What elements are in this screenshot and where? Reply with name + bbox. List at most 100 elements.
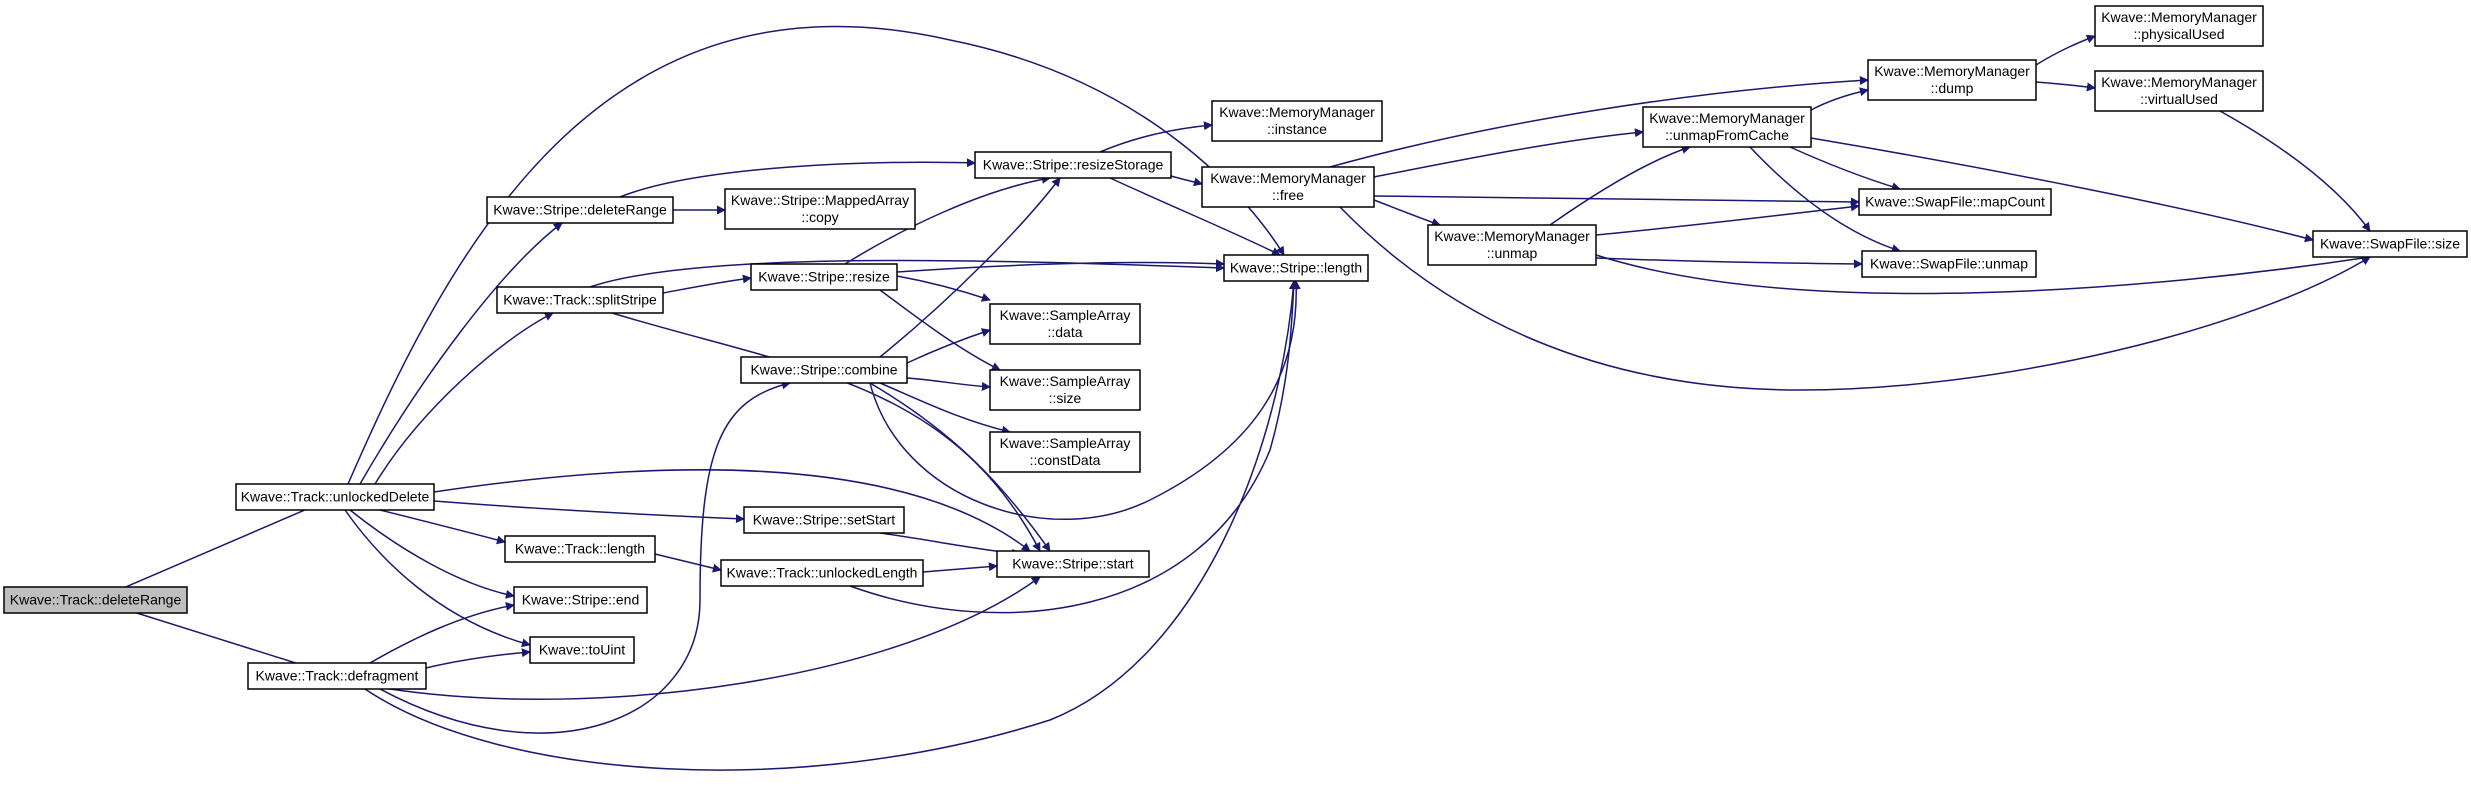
node-label: ::free bbox=[1272, 187, 1304, 203]
node-label: Kwave::SampleArray bbox=[1000, 373, 1131, 389]
node-mmInstance[interactable]: Kwave::MemoryManager::instance bbox=[1211, 100, 1383, 142]
node-label: Kwave::MemoryManager bbox=[1210, 170, 1366, 186]
edge-arrow bbox=[879, 382, 1011, 435]
edge-splitStripe-to-stripeLength bbox=[589, 259, 1225, 288]
node-mmPhysicalUsed[interactable]: Kwave::MemoryManager::physicalUsed bbox=[2094, 5, 2264, 47]
node-box bbox=[513, 586, 648, 614]
node-box bbox=[504, 535, 656, 563]
node-setStart[interactable]: Kwave::Stripe::setStart bbox=[743, 506, 905, 534]
node-label: ::data bbox=[1047, 324, 1082, 340]
node-saData[interactable]: Kwave::SampleArray::data bbox=[989, 303, 1141, 345]
node-label: Kwave::Track::splitStripe bbox=[503, 292, 657, 308]
node-label: Kwave::Stripe::combine bbox=[750, 362, 897, 378]
node-label: Kwave::SwapFile::unmap bbox=[1870, 256, 2028, 272]
node-resizeStorage[interactable]: Kwave::Stripe::resizeStorage bbox=[974, 151, 1172, 179]
node-saSize[interactable]: Kwave::SampleArray::size bbox=[989, 369, 1141, 411]
node-stripeResize[interactable]: Kwave::Stripe::resize bbox=[750, 263, 898, 291]
edge-stripeResize-to-saSize bbox=[879, 289, 1001, 371]
edge-arrow bbox=[654, 553, 722, 573]
node-box bbox=[1867, 59, 2037, 101]
node-box bbox=[496, 286, 664, 314]
node-stripeEnd[interactable]: Kwave::Stripe::end bbox=[513, 586, 648, 614]
node-swapUnmap[interactable]: Kwave::SwapFile::unmap bbox=[1861, 250, 2037, 278]
node-mmUnmapFromCache[interactable]: Kwave::MemoryManager::unmapFromCache bbox=[1642, 106, 1812, 148]
node-label: Kwave::Stripe::start bbox=[1012, 556, 1133, 572]
edge-mmFree-to-mmUnmap bbox=[1373, 199, 1441, 227]
edge-combine-to-resizeStorage bbox=[879, 177, 1061, 358]
node-stripeLength[interactable]: Kwave::Stripe::length bbox=[1223, 254, 1369, 282]
node-defragment[interactable]: Kwave::Track::defragment bbox=[247, 662, 427, 690]
node-box bbox=[1211, 100, 1383, 142]
node-label: ::constData bbox=[1030, 452, 1101, 468]
node-swapMapCount[interactable]: Kwave::SwapFile::mapCount bbox=[1858, 188, 2052, 216]
edge-arrow bbox=[1749, 146, 1901, 253]
edge-arrow bbox=[433, 500, 745, 524]
node-box bbox=[750, 263, 898, 291]
edge-defragment-to-combine bbox=[379, 380, 791, 734]
node-label: Kwave::SampleArray bbox=[1000, 435, 1131, 451]
edge-combine-to-saData bbox=[906, 328, 991, 364]
edge-arrow bbox=[1099, 121, 1213, 153]
edge-unlockedDelete-to-stripeEnd bbox=[349, 509, 515, 599]
edge-arrow bbox=[662, 274, 752, 294]
edge-arrow bbox=[364, 280, 1298, 771]
edge-splitStripe-to-stripeResize bbox=[662, 274, 752, 294]
node-stripeStart[interactable]: Kwave::Stripe::start bbox=[996, 550, 1150, 578]
edge-mmVirtualUsed-to-swapSize bbox=[2219, 110, 2371, 232]
edge-combine-to-stripeLength bbox=[869, 280, 1301, 521]
node-deleteRange[interactable]: Kwave::Track::deleteRange bbox=[3, 586, 188, 614]
edge-stripeDeleteRange-to-resizeStorage bbox=[619, 158, 976, 198]
node-unlockedLength[interactable]: Kwave::Track::unlockedLength bbox=[720, 559, 924, 587]
node-box bbox=[720, 559, 924, 587]
edge-arrow bbox=[2035, 34, 2096, 66]
edge-stripeResize-to-resizeStorage bbox=[844, 174, 1051, 265]
node-box bbox=[486, 196, 674, 224]
node-box bbox=[2094, 70, 2264, 112]
node-combine[interactable]: Kwave::Stripe::combine bbox=[740, 356, 908, 384]
node-trackLength[interactable]: Kwave::Track::length bbox=[504, 535, 656, 563]
node-label: Kwave::Stripe::length bbox=[1230, 260, 1362, 276]
node-box bbox=[996, 550, 1150, 578]
edge-arrow bbox=[922, 562, 998, 573]
edge-mmUnmapFromCache-to-mmDump bbox=[1810, 87, 1869, 111]
node-label: ::physicalUsed bbox=[2133, 26, 2224, 42]
node-label: Kwave::Track::length bbox=[515, 541, 645, 557]
edge-arrow bbox=[906, 328, 991, 364]
node-mappedCopy[interactable]: Kwave::Stripe::MappedArray::copy bbox=[724, 188, 916, 230]
edge-arrow bbox=[1373, 199, 1441, 227]
edge-arrow bbox=[844, 174, 1051, 265]
node-toUint[interactable]: Kwave::toUint bbox=[529, 636, 635, 664]
node-saConstData[interactable]: Kwave::SampleArray::constData bbox=[989, 431, 1141, 473]
node-label: ::dump bbox=[1931, 80, 1974, 96]
node-splitStripe[interactable]: Kwave::Track::splitStripe bbox=[496, 286, 664, 314]
node-label: Kwave::Stripe::setStart bbox=[753, 512, 896, 528]
edge-resizeStorage-to-stripeLength bbox=[1109, 177, 1281, 256]
edge-arrow bbox=[879, 177, 1061, 358]
edge-defragment-to-toUint bbox=[425, 648, 531, 669]
node-mmFree[interactable]: Kwave::MemoryManager::free bbox=[1201, 166, 1375, 208]
node-label: Kwave::SwapFile::size bbox=[2320, 236, 2460, 252]
edge-mmFree-to-swapMapCount bbox=[1373, 195, 1860, 207]
edge-unlockedDelete-to-stripeLength bbox=[347, 25, 1285, 485]
edge-unlockedDelete-to-trackLength bbox=[379, 509, 506, 545]
edge-arrow bbox=[879, 289, 1001, 371]
node-swapSize[interactable]: Kwave::SwapFile::size bbox=[2312, 230, 2468, 258]
node-unlockedDelete[interactable]: Kwave::Track::unlockedDelete bbox=[235, 483, 435, 511]
edge-arrow bbox=[2035, 81, 2096, 92]
node-label: Kwave::MemoryManager bbox=[1219, 104, 1375, 120]
node-mmUnmap[interactable]: Kwave::MemoryManager::unmap bbox=[1427, 224, 1597, 266]
node-mmVirtualUsed[interactable]: Kwave::MemoryManager::virtualUsed bbox=[2094, 70, 2264, 112]
node-box bbox=[3, 586, 188, 614]
edge-stripeResize-to-stripeLength bbox=[896, 259, 1225, 273]
node-mmDump[interactable]: Kwave::MemoryManager::dump bbox=[1867, 59, 2037, 101]
edge-arrow bbox=[95, 496, 336, 601]
node-stripeDeleteRange[interactable]: Kwave::Stripe::deleteRange bbox=[486, 196, 674, 224]
edge-defragment-to-stripeStart bbox=[389, 576, 1041, 700]
node-box bbox=[2312, 230, 2468, 258]
edge-arrow bbox=[1595, 253, 2371, 295]
edge-mmDump-to-mmVirtualUsed bbox=[2035, 81, 2096, 92]
edge-mmFree-to-swapSize bbox=[1339, 206, 2371, 391]
edge-arrow bbox=[359, 222, 563, 485]
edge-arrow bbox=[344, 509, 531, 648]
